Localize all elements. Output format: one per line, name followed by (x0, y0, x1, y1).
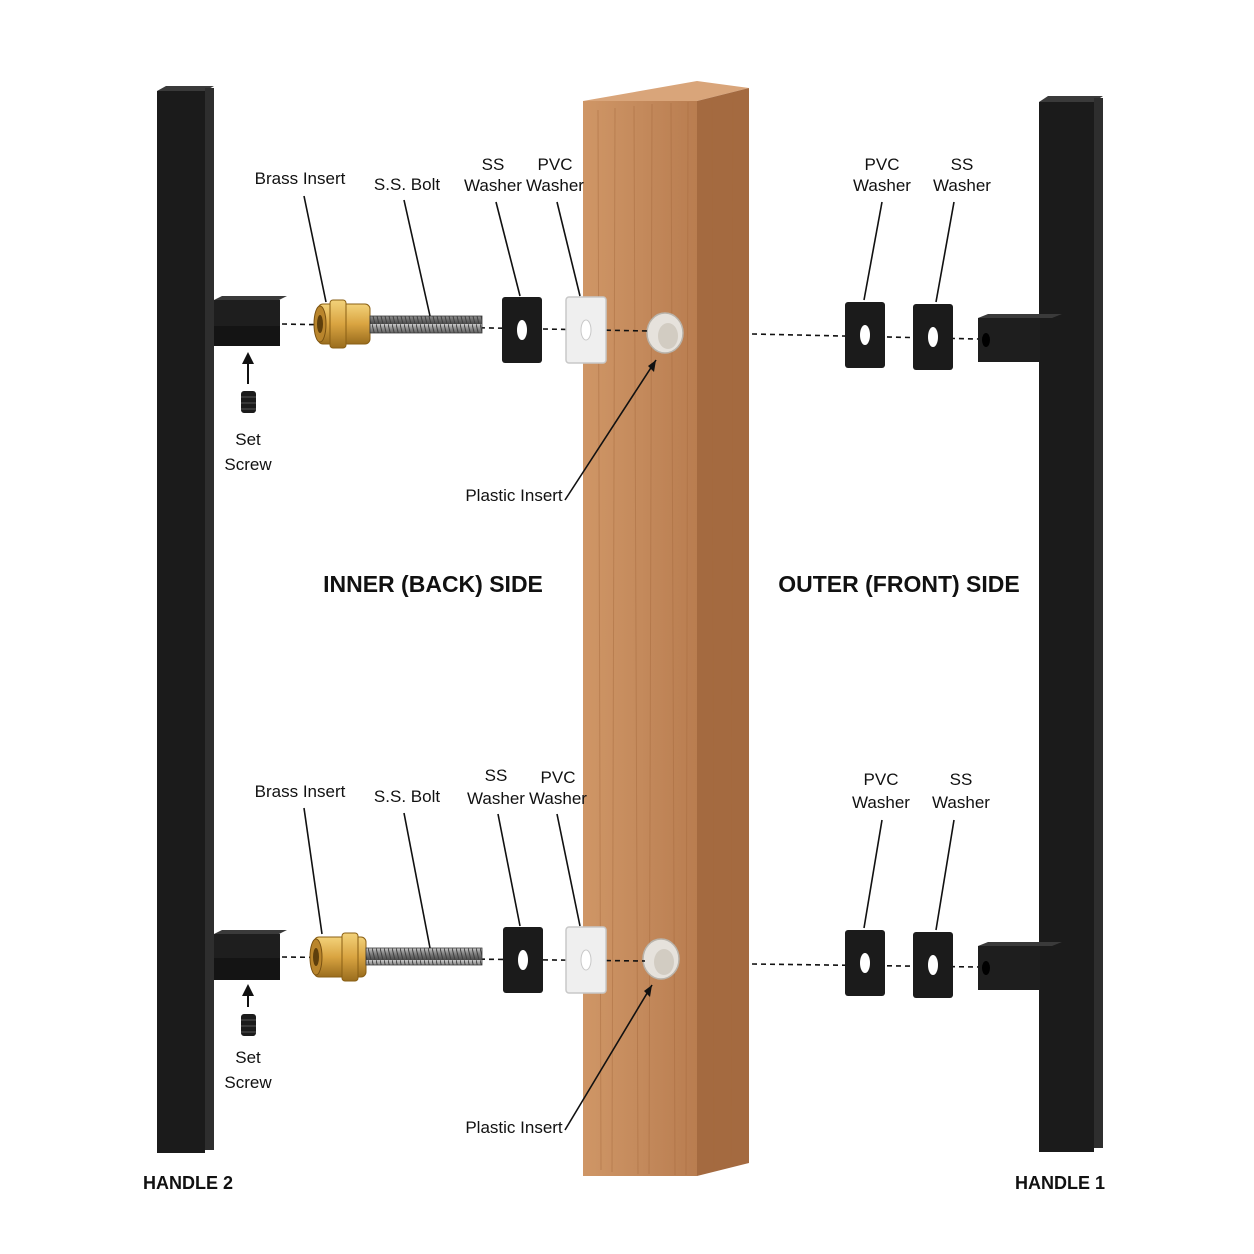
wood-door-top (583, 81, 749, 101)
outer-pvc-washer-top (845, 302, 885, 368)
outer-side-title: OUTER (FRONT) SIDE (778, 571, 1020, 597)
set-screw-label-line1: Set (235, 1048, 261, 1067)
inner-pvc-washer-label-line2: Washer (529, 789, 587, 808)
inner-ss-washer-label-line2: Washer (467, 789, 525, 808)
inner-ss-washer-bottom (503, 927, 543, 993)
outer-pvc-washer-label-line1: PVC (864, 770, 899, 789)
inner-pvc-washer-label-line1: PVC (538, 155, 573, 174)
handle-2-label: HANDLE 2 (143, 1173, 233, 1193)
handle-2-top-post-top (214, 296, 287, 300)
plastic-insert-top-shade (658, 323, 678, 349)
handle-1-top-post-top (978, 314, 1062, 318)
plastic-insert-bottom-shade (654, 949, 674, 975)
handle-1-top-post-hole (982, 333, 990, 347)
handle-1-bar (1039, 102, 1094, 1152)
set-screw-icon (241, 391, 256, 413)
handle-2-bar (157, 91, 205, 1153)
inner-ss-washer-label-line1: SS (482, 155, 505, 174)
outer-pvc-washer-bottom (845, 930, 885, 996)
inner-pvc-washer-bottom (565, 926, 607, 994)
handle-2-top-face (157, 86, 214, 91)
handle-1-label: HANDLE 1 (1015, 1173, 1105, 1193)
set-screw-icon (241, 1014, 256, 1036)
wood-door-face (583, 101, 697, 1176)
wood-door (583, 81, 749, 1176)
set-screw-label-line2: Screw (224, 1073, 272, 1092)
brass-insert-top (313, 299, 371, 349)
outer-pvc-washer-label-line2: Washer (853, 176, 911, 195)
leader-lines (303, 195, 955, 1131)
outer-ss-washer-top (913, 304, 953, 370)
bottom-hardware (241, 926, 953, 1036)
outer-ss-washer-label-line1: SS (950, 770, 973, 789)
outer-ss-washer-bottom (913, 932, 953, 998)
ss-bolt-bottom (365, 947, 483, 966)
handle-2 (157, 86, 287, 1153)
inner-ss-washer-top (502, 297, 542, 363)
outer-pvc-washer-label-line2: Washer (852, 793, 910, 812)
inner-side-title: INNER (BACK) SIDE (323, 571, 543, 597)
handle-1 (978, 96, 1103, 1152)
plastic-insert-label: Plastic Insert (465, 486, 563, 505)
brass-insert-bottom (309, 932, 367, 982)
ss-bolt-top (369, 315, 483, 334)
handle-1-bottom-post-top (978, 942, 1062, 946)
plastic-insert-label: Plastic Insert (465, 1118, 563, 1137)
outer-pvc-washer-label-line1: PVC (865, 155, 900, 174)
brass-insert-label: Brass Insert (255, 169, 346, 188)
bottom-labels: Brass Insert S.S. Bolt SS Washer PVC Was… (224, 766, 990, 1137)
outer-ss-washer-label-line2: Washer (932, 793, 990, 812)
top-hardware (241, 296, 953, 413)
axis-top-outer (751, 333, 979, 340)
top-labels: Brass Insert S.S. Bolt SS Washer PVC Was… (224, 155, 991, 505)
up-arrow-icon (242, 984, 254, 1007)
inner-pvc-washer-top (565, 296, 607, 364)
wood-door-side (697, 88, 749, 1176)
handle-2-top-post-shade (214, 326, 280, 346)
handle-2-bar-edge (205, 88, 214, 1150)
handle-1-top-face (1039, 96, 1103, 102)
ss-bolt-label: S.S. Bolt (374, 787, 440, 806)
outer-ss-washer-label-line2: Washer (933, 176, 991, 195)
inner-pvc-washer-label-line2: Washer (526, 176, 584, 195)
set-screw-label-line2: Screw (224, 455, 272, 474)
outer-ss-washer-label-line1: SS (951, 155, 974, 174)
handle-1-bar-edge (1094, 98, 1103, 1148)
inner-pvc-washer-label-line1: PVC (541, 768, 576, 787)
handle-2-bottom-post-top (214, 930, 287, 934)
inner-ss-washer-label-line1: SS (485, 766, 508, 785)
up-arrow-icon (242, 352, 254, 384)
handle-1-bottom-post-hole (982, 961, 990, 975)
handle-2-bottom-post-shade (214, 958, 280, 980)
set-screw-label-line1: Set (235, 430, 261, 449)
axis-bottom-outer (751, 963, 979, 968)
inner-ss-washer-label-line2: Washer (464, 176, 522, 195)
ss-bolt-label: S.S. Bolt (374, 175, 440, 194)
brass-insert-label: Brass Insert (255, 782, 346, 801)
